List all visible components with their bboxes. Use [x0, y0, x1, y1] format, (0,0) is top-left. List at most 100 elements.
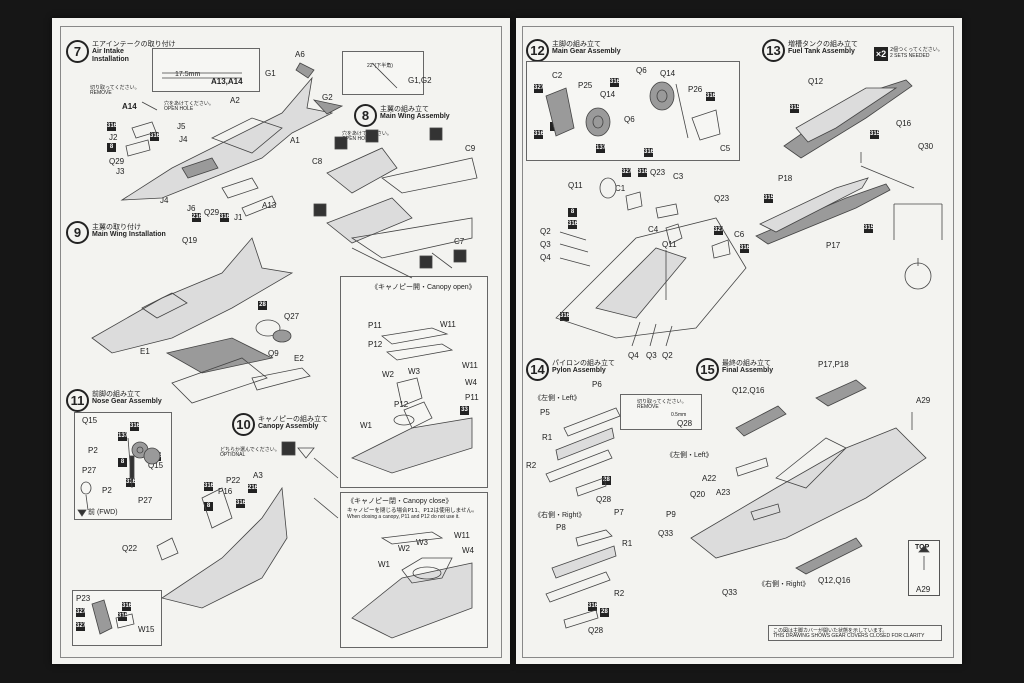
- part-label-a6: A6: [295, 50, 305, 59]
- part-label-a2: A2: [230, 96, 240, 105]
- part-number-pin: 327: [622, 168, 633, 177]
- part-label-c6: C6: [734, 230, 745, 239]
- left-page-line-drawings: [77, 62, 478, 639]
- part-label-a29-bottom: A29: [916, 585, 931, 594]
- part-number-pin: 33: [460, 406, 469, 415]
- part-label-q27: Q27: [284, 312, 300, 321]
- canopy-close-w2: W2: [398, 544, 410, 553]
- step-10-title-jp: キャノピーの組み立て: [258, 415, 328, 423]
- part-label-p5: P5: [540, 408, 550, 417]
- step-14-title-jp: パイロンの組み立て: [552, 359, 615, 367]
- step-8-number: 8: [354, 104, 377, 127]
- q28-cut-dim: 0.5mm: [671, 412, 687, 418]
- canopy-open-p12: P12: [368, 340, 383, 349]
- part-label-p8: P8: [556, 523, 566, 532]
- part-label-p17-p18: P17,P18: [818, 360, 849, 369]
- part-label-a1: A1: [290, 136, 300, 145]
- step-7-title-en-1: Air Intake: [92, 48, 124, 55]
- step-15-title-en: Final Assembly: [722, 367, 774, 374]
- part-label-q4-left: Q4: [540, 253, 551, 262]
- part-number-pin: 316: [150, 132, 161, 141]
- canopy-close-note-en: When closing a canopy, P11 and P12 do no…: [347, 514, 460, 520]
- part-label-q23-right: Q23: [714, 194, 730, 203]
- part-label-c2: C2: [552, 71, 563, 80]
- step-14-number: 14: [526, 358, 549, 381]
- step-7-remove-en: REMOVE: [90, 90, 112, 96]
- canopy-open-p11: P11: [368, 321, 382, 330]
- part-label-g2: G2: [322, 93, 333, 102]
- q28-cut-part: Q28: [677, 419, 693, 428]
- part-label-q12-q16-bottom: Q12,Q16: [818, 576, 851, 585]
- two-sets-en: 2 SETS NEEDED: [890, 53, 930, 59]
- part-label-q4-bottom: Q4: [628, 351, 639, 360]
- part-label-p23: P23: [76, 594, 91, 603]
- part-number-pin: 316: [560, 312, 571, 321]
- part-label-q28-right: Q28: [588, 626, 604, 635]
- part-label-q33-bottom: Q33: [722, 588, 738, 597]
- canopy-close-title: 《キャノピー閉・Canopy close》: [347, 498, 453, 505]
- part-number-pin: 8: [204, 502, 213, 511]
- step-7-title-en-2: Installation: [92, 56, 129, 63]
- canopy-open-w11-b: W11: [462, 361, 478, 370]
- part-label-p2-top: P2: [88, 446, 98, 455]
- step-10-number: 10: [232, 413, 255, 436]
- step-7-number: 7: [66, 40, 89, 63]
- part-label-p22: P22: [226, 476, 241, 485]
- part-label-q11-left: Q11: [568, 181, 583, 190]
- part-number-pin: 137: [596, 144, 607, 153]
- part-label-q2-left: Q2: [540, 227, 551, 236]
- step-15-title-jp: 最終の組み立て: [722, 359, 771, 367]
- part-label-c3: C3: [673, 172, 684, 181]
- part-number-pin: 327: [534, 84, 545, 93]
- part-number-pin: 316: [107, 122, 118, 131]
- part-number-pin: 316: [644, 148, 655, 157]
- part-label-q3-bottom: Q3: [646, 351, 657, 360]
- part-number-pin: 316: [568, 220, 579, 229]
- canopy-open-title: 《キャノピー開・Canopy open》: [371, 284, 476, 291]
- part-number-pin: 216: [192, 213, 203, 222]
- canopy-open-p12-b: P12: [394, 400, 409, 409]
- part-label-q22: Q22: [122, 544, 138, 553]
- canopy-open-w11: W11: [440, 320, 456, 329]
- part-number-pin: 316: [638, 168, 649, 177]
- left-page-border: [60, 26, 502, 658]
- part-number-pin: 316: [706, 92, 717, 101]
- canopy-open-p11-b: P11: [465, 393, 479, 402]
- part-label-p27-right: P27: [138, 496, 153, 505]
- part-label-q30: Q30: [918, 142, 934, 151]
- step-9-title-jp: 主翼の取り付け: [92, 223, 141, 231]
- right-instruction-page: 12 主脚の組み立て Main Gear Assembly C2 P25 Q6 …: [516, 18, 962, 664]
- part-label-c1: C1: [615, 184, 626, 193]
- q28-cut-detail-box: 切り取ってください。 REMOVE 0.5mm Q28: [620, 394, 702, 430]
- step-15-right-label: 《右側・Right》: [758, 581, 810, 588]
- canopy-close-w3: W3: [416, 538, 428, 547]
- part-label-c8: C8: [312, 157, 323, 166]
- footer-note-box: この図は主脚カバーが開いた状態を示しています。 THIS DRAWING SHO…: [768, 625, 942, 641]
- step-7-hole-en: OPEN HOLE: [164, 106, 194, 112]
- part-label-q6-top: Q6: [636, 66, 647, 75]
- right-page-border: [522, 26, 954, 658]
- part-label-a22: A22: [702, 474, 717, 483]
- step-8-hole-en: OPEN HOLE: [342, 136, 372, 142]
- part-label-q28-left: Q28: [596, 495, 612, 504]
- part-label-q12: Q12: [808, 77, 824, 86]
- part-label-a23: A23: [716, 488, 731, 497]
- q28-remove-en: REMOVE: [637, 404, 659, 410]
- step-7-remove-jp: 切り取ってください。: [90, 85, 140, 91]
- part-number-pin: 316: [204, 482, 215, 491]
- part-number-pin: 316: [126, 478, 137, 487]
- part-label-q6-bottom: Q6: [624, 115, 635, 124]
- part-number-pin: 315: [790, 104, 801, 113]
- step-15-left-label: 《左側・Left》: [666, 452, 713, 459]
- part-label-r2-right: R2: [614, 589, 625, 598]
- left-instruction-page: 7 エアインテークの取り付け Air Intake Installation 1…: [52, 18, 510, 664]
- step-11-number: 11: [66, 389, 89, 412]
- right-page-line-drawings: [545, 79, 943, 629]
- part-number-pin: 327: [714, 226, 725, 235]
- part-label-q2-bottom: Q2: [662, 351, 673, 360]
- part-number-pin: 315: [864, 224, 875, 233]
- part-number-pin: 28: [258, 301, 267, 310]
- part-number-pin: 28: [600, 608, 609, 617]
- step-9-title-en: Main Wing Installation: [92, 231, 166, 238]
- step-12-title-jp: 主脚の組み立て: [552, 40, 601, 48]
